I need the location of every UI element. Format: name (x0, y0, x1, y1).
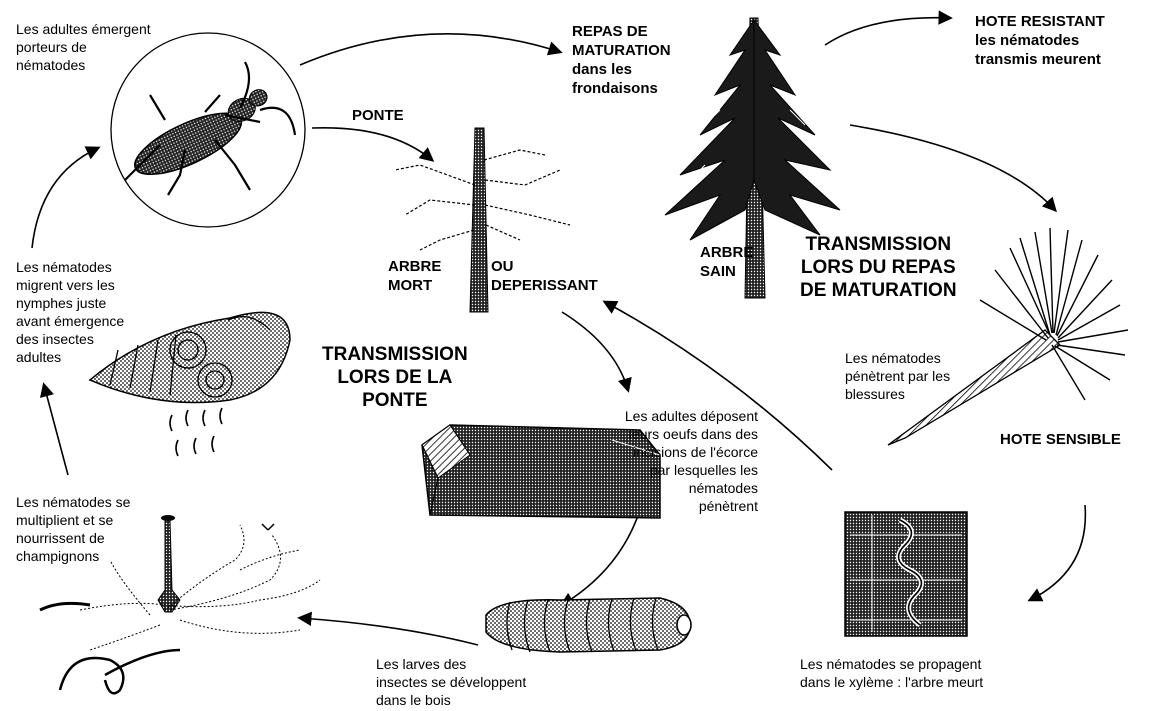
label-repas-maturation: REPAS DE MATURATION dans les frondaisons (572, 22, 671, 98)
arrow-tree-to-sensible (850, 125, 1055, 210)
arrow-fungus-to-nymph (44, 385, 68, 475)
arrow-nymph-to-beetle (32, 148, 98, 248)
arrow-beetle-to-ponte (312, 128, 432, 160)
label-nematodes-migrent: Les nématodes migrent vers les nymphes j… (16, 258, 124, 366)
label-arbre-mort: ARBRE MORT (388, 257, 441, 295)
arrow-sensible-to-xylem (1030, 505, 1085, 600)
label-transmission-repas: TRANSMISSION LORS DU REPAS DE MATURATION (800, 233, 957, 302)
arrow-larva-to-fungus (300, 618, 478, 645)
label-ou-deperissant: OU DEPERISSANT (491, 257, 598, 295)
xylem-icon (845, 512, 967, 636)
label-hote-sensible: HOTE SENSIBLE (1000, 430, 1121, 449)
arrow-log-to-larva (562, 510, 640, 605)
label-adults-emerge: Les adultes émergent porteurs de nématod… (16, 20, 151, 74)
label-nematodes-multiplient: Les nématodes se multiplient et se nourr… (16, 493, 130, 565)
label-hote-resistant: HOTE RESISTANT les nématodes transmis me… (975, 12, 1105, 69)
label-larves: Les larves des insectes se développent d… (376, 655, 526, 709)
larva-icon (486, 598, 691, 652)
label-arbre-sain: ARBRE SAIN (700, 243, 753, 281)
label-nematodes-propagent: Les nématodes se propagent dans le xylèm… (800, 655, 983, 691)
arrow-tree-to-resistant (825, 18, 950, 45)
label-ponte: PONTE (352, 106, 404, 125)
arrow-beetle-to-repas (300, 34, 560, 65)
label-nematodes-penetrent: Les nématodes pénètrent par les blessure… (845, 349, 950, 403)
label-transmission-ponte: TRANSMISSION LORS DE LA PONTE (322, 343, 468, 412)
label-adultes-deposent: Les adultes déposent leurs oeufs dans de… (598, 407, 758, 515)
arrow-deadtree-to-log (562, 312, 628, 390)
